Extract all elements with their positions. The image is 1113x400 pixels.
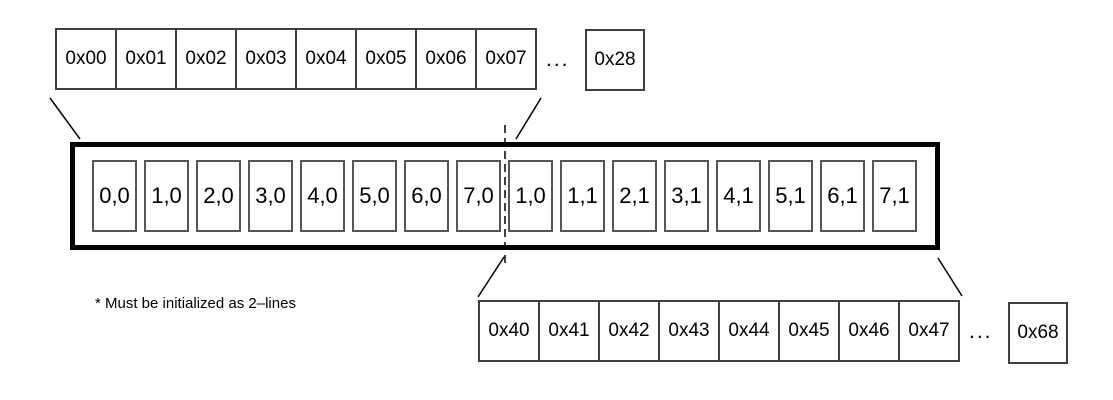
char-cell: 7,0	[456, 160, 501, 232]
char-cell: 1,1	[560, 160, 605, 232]
char-cell: 7,1	[872, 160, 917, 232]
address-cell: 0x02	[175, 28, 237, 90]
char-cell: 6,1	[820, 160, 865, 232]
line2-address-row: 0x40 0x41 0x42 0x43 0x44 0x45 0x46 0x47	[478, 300, 960, 362]
address-cell: 0x40	[478, 300, 540, 362]
address-cell: 0x46	[838, 300, 900, 362]
connector-top-right	[515, 97, 542, 140]
display-frame: 0,0 1,0 2,0 3,0 4,0 5,0 6,0 7,0 1,0 1,1 …	[70, 142, 940, 250]
address-cell: 0x45	[778, 300, 840, 362]
char-cell: 6,0	[404, 160, 449, 232]
char-cell: 2,0	[196, 160, 241, 232]
address-cell: 0x04	[295, 28, 357, 90]
char-cell: 5,0	[352, 160, 397, 232]
address-cell: 0x42	[598, 300, 660, 362]
ellipsis-bottom: ...	[969, 320, 993, 343]
address-cell: 0x01	[115, 28, 177, 90]
address-cell: 0x00	[55, 28, 117, 90]
line1-end-address-cell: 0x28	[585, 29, 645, 91]
address-cell: 0x41	[538, 300, 600, 362]
footnote: * Must be initialized as 2–lines	[95, 295, 296, 312]
line2-end-address-cell: 0x68	[1008, 302, 1068, 364]
char-cell: 2,1	[612, 160, 657, 232]
address-cell: 0x03	[235, 28, 297, 90]
char-cell: 1,0	[508, 160, 553, 232]
char-cell: 3,0	[248, 160, 293, 232]
connector-top-left	[49, 97, 81, 140]
connector-bottom-left	[477, 256, 505, 298]
char-cell: 3,1	[664, 160, 709, 232]
address-cell: 0x44	[718, 300, 780, 362]
char-cell: 4,1	[716, 160, 761, 232]
char-cell: 4,0	[300, 160, 345, 232]
ellipsis-top: ...	[546, 48, 570, 71]
char-cell: 1,0	[144, 160, 189, 232]
address-cell: 0x47	[898, 300, 960, 362]
address-cell: 0x05	[355, 28, 417, 90]
char-cell: 5,1	[768, 160, 813, 232]
address-cell: 0x07	[475, 28, 537, 90]
char-cell: 0,0	[92, 160, 137, 232]
connector-bottom-right	[937, 257, 963, 297]
line1-address-row: 0x00 0x01 0x02 0x03 0x04 0x05 0x06 0x07	[55, 28, 537, 90]
address-cell: 0x06	[415, 28, 477, 90]
address-cell: 0x43	[658, 300, 720, 362]
